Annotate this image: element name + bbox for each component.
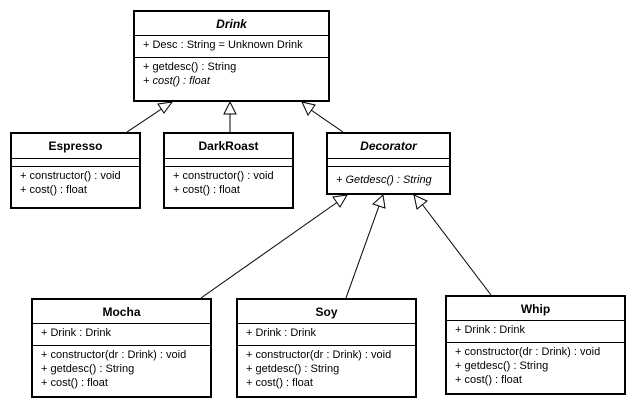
attributes-section — [328, 159, 449, 167]
attributes-section: + Drink : Drink — [238, 324, 415, 346]
class-darkroast: DarkRoast + constructor() : void + cost(… — [163, 132, 294, 209]
class-name: Decorator — [328, 134, 449, 159]
attribute-row: + Drink : Drink — [455, 324, 525, 336]
attributes-section — [12, 159, 139, 167]
methods-section: + constructor(dr : Drink) : void + getde… — [447, 343, 624, 389]
arrowhead-espresso-drink — [157, 101, 174, 114]
arrowhead-whip-decorator — [413, 194, 428, 210]
arrowhead-soy-decorator — [372, 194, 386, 209]
method-row: + cost() : float — [455, 374, 522, 386]
method-row: + getdesc() : String — [455, 360, 549, 372]
class-name: Espresso — [12, 134, 139, 159]
class-drink: Drink + Desc : String = Unknown Drink + … — [133, 10, 330, 102]
method-row: + cost() : float — [20, 184, 87, 196]
attribute-row: + Desc : String = Unknown Drink — [143, 39, 303, 51]
method-row: + cost() : float — [246, 377, 313, 389]
method-row: + constructor() : void — [20, 170, 121, 182]
method-row: + constructor() : void — [173, 170, 274, 182]
arrowhead-mocha-decorator — [332, 194, 348, 208]
methods-section: + constructor() : void + cost() : float — [165, 167, 292, 199]
class-soy: Soy + Drink : Drink + constructor(dr : D… — [236, 298, 417, 398]
arrowhead-decorator-drink — [301, 101, 316, 116]
class-name: DarkRoast — [165, 134, 292, 159]
class-name: Drink — [135, 12, 328, 36]
method-row: + constructor(dr : Drink) : void — [455, 346, 601, 358]
method-row: + Getdesc() : String — [336, 174, 432, 186]
methods-section: + getdesc() : String + cost() : float — [135, 58, 328, 90]
class-espresso: Espresso + constructor() : void + cost()… — [10, 132, 141, 209]
arrowhead-darkroast-drink — [223, 100, 237, 115]
class-name: Whip — [447, 297, 624, 321]
method-row: + getdesc() : String — [41, 363, 135, 375]
method-row: + constructor(dr : Drink) : void — [246, 349, 392, 361]
link-decorator-drink — [310, 109, 344, 133]
attributes-section: + Desc : String = Unknown Drink — [135, 36, 328, 58]
method-row: + constructor(dr : Drink) : void — [41, 349, 187, 361]
link-mocha-decorator — [200, 200, 340, 299]
class-name: Mocha — [33, 300, 210, 324]
method-row: + getdesc() : String — [143, 61, 237, 73]
attribute-row: + Drink : Drink — [246, 327, 316, 339]
link-whip-decorator — [421, 203, 492, 296]
attributes-section — [165, 159, 292, 167]
method-row: + cost() : float — [173, 184, 240, 196]
attributes-section: + Drink : Drink — [33, 324, 210, 346]
attribute-row: + Drink : Drink — [41, 327, 111, 339]
class-decorator: Decorator + Getdesc() : String — [326, 132, 451, 195]
attributes-section: + Drink : Drink — [447, 321, 624, 343]
method-row: + cost() : float — [41, 377, 108, 389]
link-espresso-drink — [126, 107, 164, 133]
method-row: + getdesc() : String — [246, 363, 340, 375]
method-row: + cost() : float — [143, 75, 210, 87]
methods-section: + constructor(dr : Drink) : void + getde… — [33, 346, 210, 392]
methods-section: + constructor(dr : Drink) : void + getde… — [238, 346, 415, 392]
methods-section: + constructor() : void + cost() : float — [12, 167, 139, 199]
link-soy-decorator — [345, 205, 380, 299]
class-mocha: Mocha + Drink : Drink + constructor(dr :… — [31, 298, 212, 398]
class-whip: Whip + Drink : Drink + constructor(dr : … — [445, 295, 626, 395]
methods-section: + Getdesc() : String — [328, 167, 449, 189]
class-name: Soy — [238, 300, 415, 324]
